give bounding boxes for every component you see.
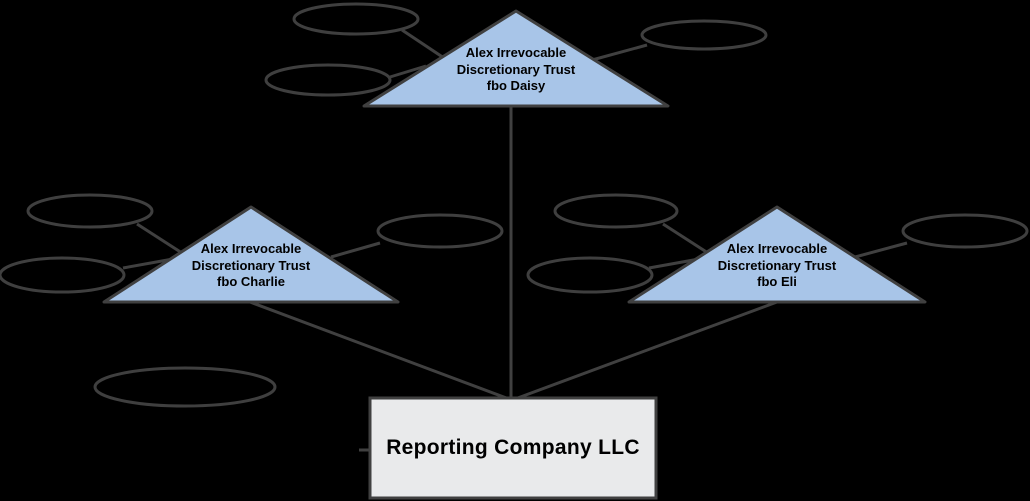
- trust-charlie-label: Alex Irrevocable Discretionary Trust fbo…: [104, 241, 398, 291]
- edge-eli-to-company: [514, 300, 778, 401]
- oval-eli-right: [901, 213, 1029, 249]
- trust-daisy-triangle: [362, 9, 670, 108]
- oval-daisy-lower-left: [264, 63, 392, 97]
- oval-charlie-right: [376, 213, 504, 249]
- edge-charlie-to-company: [249, 300, 510, 401]
- label-line: fbo Eli: [757, 274, 797, 289]
- edge-oval-eli-upper-left: [662, 222, 709, 255]
- edge-oval-charlie-right: [330, 241, 381, 259]
- oval-eli-upper-left: [553, 193, 679, 229]
- edge-oval-charlie-lower-left: [122, 257, 174, 270]
- oval-daisy-upper-left: [292, 2, 420, 36]
- label-line: Alex Irrevocable: [726, 241, 828, 256]
- edge-oval-eli-lower-left: [648, 257, 700, 270]
- trust-charlie-triangle: [102, 205, 400, 304]
- trust-eli-label: Alex Irrevocable Discretionary Trust fbo…: [629, 241, 925, 291]
- reporting-company-label: Reporting Company LLC: [386, 435, 640, 459]
- oval-charlie-upper-left: [26, 193, 154, 229]
- oval-bottom-left: [93, 366, 277, 408]
- reporting-company-rect: [368, 396, 658, 500]
- edge-oval-charlie-upper-left: [136, 222, 183, 255]
- edge-oval-daisy-right: [591, 43, 648, 62]
- label-line: Discretionary Trust: [191, 257, 311, 273]
- oval-eli-lower-left: [526, 256, 654, 294]
- trust-eli-triangle: [627, 205, 927, 304]
- label-line: Discretionary Trust: [456, 61, 576, 77]
- label-line: fbo Charlie: [217, 274, 285, 289]
- label-line: Alex Irrevocable: [465, 45, 567, 60]
- oval-charlie-lower-left: [0, 256, 126, 294]
- label-line: fbo Daisy: [486, 78, 546, 93]
- edge-oval-eli-right: [854, 241, 908, 259]
- label-line: Discretionary Trust: [717, 257, 837, 273]
- trust-daisy-label: Alex Irrevocable Discretionary Trust fbo…: [364, 45, 668, 95]
- oval-daisy-right: [640, 19, 768, 51]
- edge-oval-daisy-lower-left: [389, 64, 427, 79]
- edge-oval-daisy-upper-left: [401, 28, 448, 62]
- label-line: Alex Irrevocable: [200, 241, 302, 256]
